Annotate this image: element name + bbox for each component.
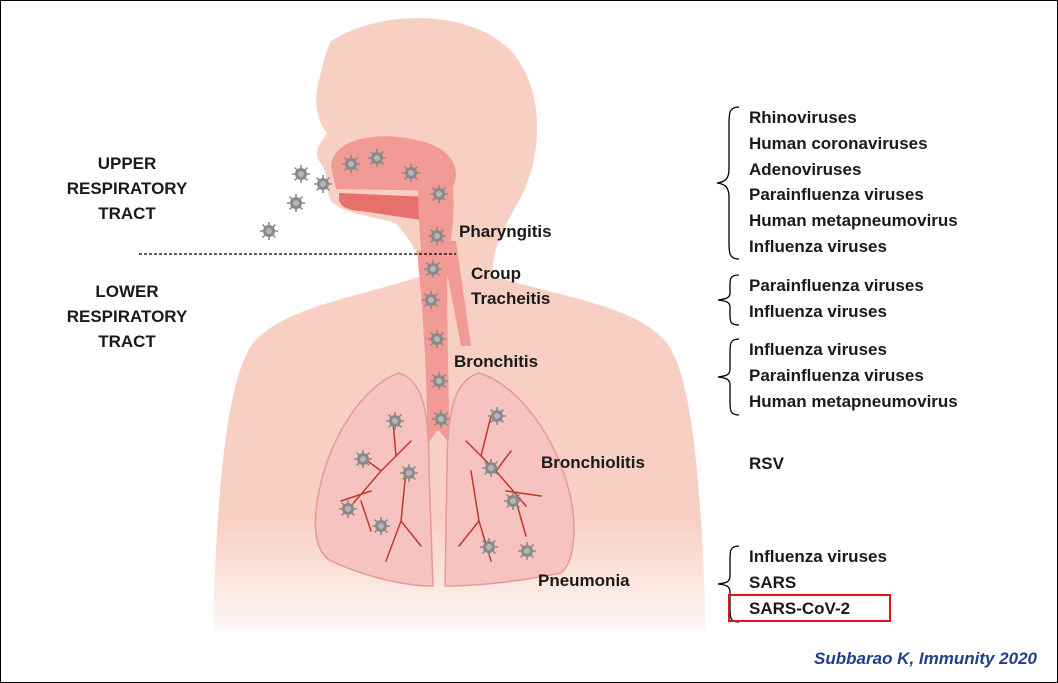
virus-item: Influenza viruses xyxy=(749,234,958,260)
virus-item: Adenoviruses xyxy=(749,157,958,183)
region-label-line: TRACT xyxy=(47,329,207,354)
sars-cov-2-highlight-box xyxy=(728,594,891,622)
virus-item: Human metapneumovirus xyxy=(749,208,958,234)
virus-item: Parainfluenza viruses xyxy=(749,363,958,389)
region-label-line: RESPIRATORY xyxy=(47,176,207,201)
citation: Subbarao K, Immunity 2020 xyxy=(814,649,1037,669)
region-label-line: LOWER xyxy=(47,279,207,304)
virus-item: Influenza viruses xyxy=(749,337,958,363)
site-label-pneumonia: Pneumonia xyxy=(538,572,630,589)
lower-respiratory-tract-label: LOWER RESPIRATORY TRACT xyxy=(47,279,207,354)
curly-brace-icon xyxy=(713,273,743,327)
region-label-line: TRACT xyxy=(47,201,207,226)
virus-item: Parainfluenza viruses xyxy=(749,182,958,208)
virus-item: Influenza viruses xyxy=(749,544,887,570)
virus-item: Human metapneumovirus xyxy=(749,389,958,415)
curly-brace-icon xyxy=(713,337,743,417)
virus-item: Rhinoviruses xyxy=(749,105,958,131)
region-label-line: RESPIRATORY xyxy=(47,304,207,329)
curly-brace-icon xyxy=(713,105,743,261)
virus-item: Human coronaviruses xyxy=(749,131,958,157)
site-label-pharyngitis: Pharyngitis xyxy=(459,223,552,240)
virus-item: Parainfluenza viruses xyxy=(749,273,924,299)
site-label-bronchiolitis: Bronchiolitis xyxy=(541,454,645,471)
virus-item: Influenza viruses xyxy=(749,299,924,325)
virus-item: SARS xyxy=(749,570,887,596)
region-label-line: UPPER xyxy=(47,151,207,176)
virus-item: RSV xyxy=(749,451,784,477)
upper-respiratory-tract-label: UPPER RESPIRATORY TRACT xyxy=(47,151,207,226)
site-label-bronchitis: Bronchitis xyxy=(454,353,538,370)
site-label-tracheitis: Tracheitis xyxy=(471,290,550,307)
site-label-croup: Croup xyxy=(471,265,521,282)
